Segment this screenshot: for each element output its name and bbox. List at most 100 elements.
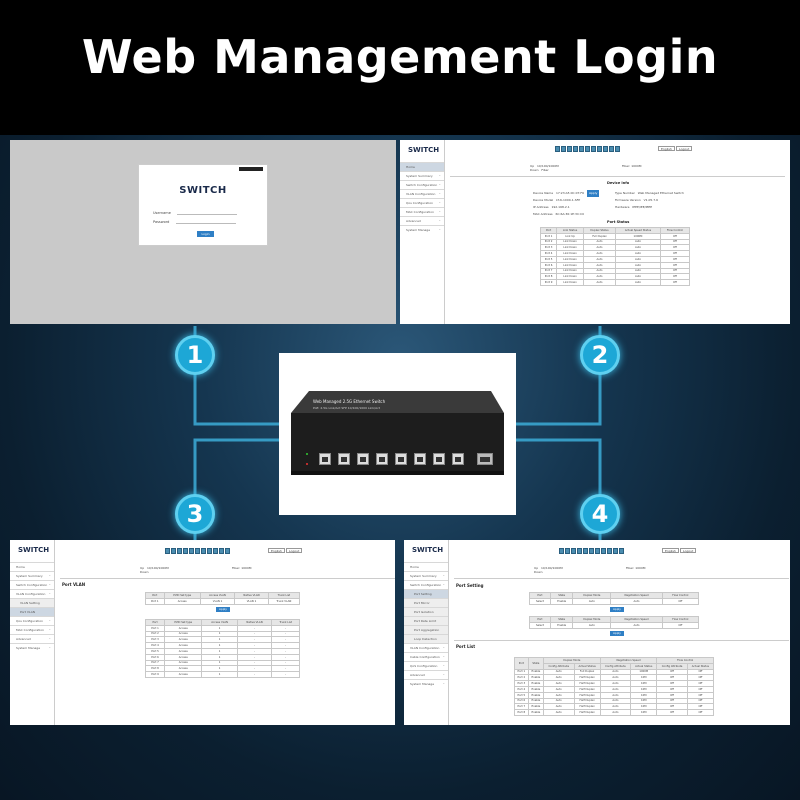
logout-link[interactable]: Logout (286, 548, 303, 553)
sidebar-item-port-isolation[interactable]: Port Isolation (404, 607, 448, 616)
sidebar-item-system-manage[interactable]: System Manage⌄ (10, 643, 54, 652)
port-icon[interactable] (597, 146, 602, 152)
port-icon[interactable] (201, 548, 206, 554)
logout-link[interactable]: Logout (680, 548, 697, 553)
port-icon[interactable] (561, 146, 566, 152)
port-icon[interactable] (213, 548, 218, 554)
select-field[interactable]: Enable (549, 597, 574, 605)
sidebar-item-port-aggregation[interactable]: Port Aggregation (404, 625, 448, 634)
sidebar-item-advanced[interactable]: Advanced⌄ (400, 216, 444, 225)
sidebar-item-home[interactable]: Home (400, 162, 444, 171)
select-field[interactable]: Auto (610, 621, 663, 629)
port-icon[interactable] (615, 146, 620, 152)
port-icon[interactable] (571, 548, 576, 554)
port-icon[interactable] (613, 548, 618, 554)
port-icon[interactable] (573, 146, 578, 152)
sidebar-item-advanced[interactable]: Advanced⌄ (10, 634, 54, 643)
port-icon[interactable] (555, 146, 560, 152)
port-icon[interactable] (607, 548, 612, 554)
select-field[interactable]: Off (661, 621, 700, 629)
select-field[interactable]: Trunk VLAN (267, 597, 301, 605)
sidebar-item-cable-configuration[interactable]: Cable Configuration⌄ (404, 652, 448, 661)
sidebar-item-mac-configuration[interactable]: MAC Configuration⌄ (400, 207, 444, 216)
sidebar-item-qos-configuration[interactable]: Qos Configuration⌄ (10, 616, 54, 625)
apply-button-1[interactable]: Apply (610, 607, 624, 612)
sidebar-item-system-summary[interactable]: System Summary⌄ (10, 571, 54, 580)
apply-button[interactable]: Apply (216, 607, 230, 612)
port-icon[interactable] (583, 548, 588, 554)
sidebar-item-system-manage[interactable]: System Manage⌄ (404, 679, 448, 688)
sidebar-item-home[interactable]: Home (404, 562, 448, 571)
select-field[interactable]: Access (163, 597, 201, 605)
switch-chassis (291, 391, 504, 475)
select-field[interactable]: Off (661, 597, 700, 605)
username-field[interactable] (176, 211, 237, 215)
select-field[interactable]: VLAN 1 (234, 597, 269, 605)
port-icon[interactable] (177, 548, 182, 554)
select-field[interactable]: Select (529, 621, 551, 629)
language-select[interactable]: English (658, 146, 675, 151)
port-icon[interactable] (577, 548, 582, 554)
sidebar-item-switch-configuration[interactable]: Switch Configuration⌄ (400, 180, 444, 189)
sidebar-item-mac-configuration[interactable]: MAC Configuration⌄ (10, 625, 54, 634)
sidebar-item-switch-configuration[interactable]: Switch Configuration⌄ (404, 580, 448, 589)
port-icon[interactable] (219, 548, 224, 554)
language-select[interactable]: English (268, 548, 285, 553)
sidebar-item-port-mirror[interactable]: Port Mirror (404, 598, 448, 607)
port-icon[interactable] (601, 548, 606, 554)
select-field[interactable]: Port 1 (145, 597, 165, 605)
sidebar-item-system-summary[interactable]: System Summary⌄ (400, 171, 444, 180)
port-icon[interactable] (591, 146, 596, 152)
select-field[interactable]: Select (529, 597, 551, 605)
apply-button-2[interactable]: Apply (610, 631, 624, 636)
sidebar-item-advanced[interactable]: Advanced⌄ (404, 670, 448, 679)
select-field[interactable]: Auto (610, 597, 663, 605)
port-icon[interactable] (183, 548, 188, 554)
sidebar-item-label: System Manage (16, 646, 41, 650)
port-icon[interactable] (189, 548, 194, 554)
sidebar-item-port-rate-limit[interactable]: Port Rate Limit (404, 616, 448, 625)
sidebar-item-vlan-setting[interactable]: VLAN Setting (10, 598, 54, 607)
port-icon[interactable] (207, 548, 212, 554)
sidebar-item-port-vlan[interactable]: Port VLAN (10, 607, 54, 616)
sidebar-item-home[interactable]: Home (10, 562, 54, 571)
sidebar-item-system-manage[interactable]: System Manage⌄ (400, 225, 444, 234)
select-field[interactable]: Enable (549, 621, 574, 629)
port-icon[interactable] (559, 548, 564, 554)
select-field[interactable]: Auto (572, 597, 612, 605)
port-icon[interactable] (195, 548, 200, 554)
port-icon[interactable] (165, 548, 170, 554)
port-icon[interactable] (567, 146, 572, 152)
port-icon[interactable] (579, 146, 584, 152)
sidebar-item-vlan-configuration[interactable]: VLAN Configuration⌄ (400, 189, 444, 198)
table-cell: Access (164, 671, 203, 678)
step-badge-2: 2 (580, 335, 620, 375)
port-icon[interactable] (589, 548, 594, 554)
port-icon[interactable] (585, 146, 590, 152)
port-icon[interactable] (603, 146, 608, 152)
sidebar-item-switch-configuration[interactable]: Switch Configuration⌄ (10, 580, 54, 589)
login-button[interactable]: Login (197, 231, 214, 237)
sidebar-item-vlan-configuration[interactable]: VLAN Configuration⌄ (10, 589, 54, 598)
table-cell: Port 9 (539, 279, 558, 286)
language-select[interactable]: English (662, 548, 679, 553)
port-icon[interactable] (565, 548, 570, 554)
port-icon[interactable] (619, 548, 624, 554)
sidebar-item-vlan-configuration[interactable]: VLAN Configuration⌄ (404, 643, 448, 652)
port-icon[interactable] (225, 548, 230, 554)
port-icon[interactable] (609, 146, 614, 152)
port-icon[interactable] (171, 548, 176, 554)
password-field[interactable] (176, 220, 237, 224)
sidebar-item-system-summary[interactable]: System Summary⌄ (404, 571, 448, 580)
sidebar-item-qos-configuration[interactable]: QoS Configuration⌄ (404, 661, 448, 670)
select-field[interactable]: VLAN 1 (199, 597, 236, 605)
sidebar-item-port-setting[interactable]: Port Setting (404, 589, 448, 598)
logout-link[interactable]: Logout (676, 146, 693, 151)
apply-button[interactable]: Apply (586, 190, 600, 197)
port-icon[interactable] (595, 548, 600, 554)
sidebar-item-loop-detection[interactable]: Loop Detection (404, 634, 448, 643)
sidebar-item-qos-configuration[interactable]: Qos Configuration⌄ (400, 198, 444, 207)
select-field[interactable]: Auto (572, 621, 612, 629)
